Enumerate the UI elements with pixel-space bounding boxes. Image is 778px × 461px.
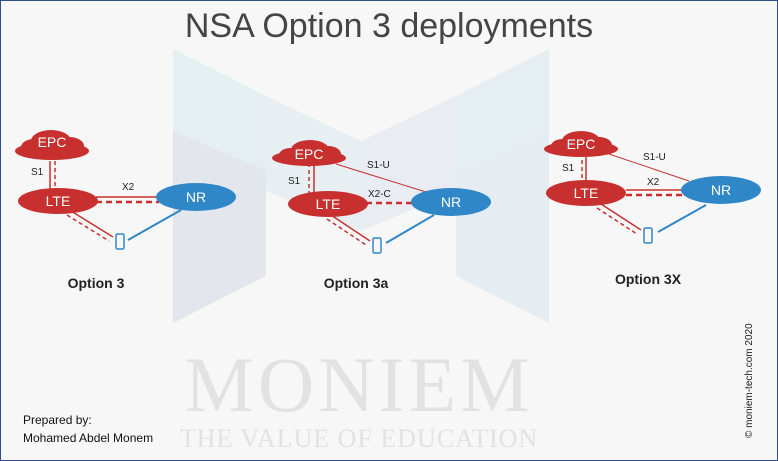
epc-cloud-icon bbox=[544, 131, 618, 157]
phone-icon bbox=[115, 233, 125, 250]
epc-label: EPC bbox=[38, 134, 67, 150]
option-3a-label: Option 3a bbox=[324, 275, 389, 291]
lte-node bbox=[18, 188, 98, 214]
s1-label: S1 bbox=[562, 163, 575, 174]
background-shapes bbox=[173, 49, 549, 323]
option-3x-diagram: EPC LTE NR S1 S1-U X2 Option 3X bbox=[544, 131, 761, 287]
phone-icon bbox=[643, 227, 653, 244]
nr-label: NR bbox=[711, 182, 731, 198]
s1u-link bbox=[608, 153, 690, 182]
epc-label: EPC bbox=[567, 136, 596, 152]
epc-label: EPC bbox=[295, 146, 324, 162]
s1-label: S1 bbox=[31, 167, 44, 178]
s1u-label: S1-U bbox=[643, 152, 666, 163]
nr-node bbox=[156, 183, 236, 211]
nr-label: NR bbox=[441, 194, 461, 210]
phone-icon bbox=[372, 237, 382, 254]
x2c-label: X2-C bbox=[368, 189, 391, 200]
option-3x-label: Option 3X bbox=[615, 271, 682, 287]
x2-label: X2 bbox=[122, 182, 135, 193]
nr-node bbox=[681, 176, 761, 204]
watermark-brand: MONIEM bbox=[185, 341, 534, 428]
lte-label: LTE bbox=[574, 185, 599, 201]
x2-label: X2 bbox=[647, 177, 660, 188]
option-3a-diagram: EPC LTE NR S1 S1-U X2-C Option 3a bbox=[272, 140, 491, 291]
copyright-text: © moniem-tech.com 2020 bbox=[744, 323, 755, 438]
epc-cloud-icon bbox=[272, 140, 346, 166]
epc-cloud-icon bbox=[15, 130, 89, 160]
nr-label: NR bbox=[186, 189, 206, 205]
nr-node bbox=[411, 188, 491, 216]
page-title: NSA Option 3 deployments bbox=[185, 7, 593, 45]
lte-node bbox=[546, 180, 626, 206]
lte-label: LTE bbox=[316, 196, 341, 212]
watermark-tagline: THE VALUE OF EDUCATION bbox=[180, 424, 538, 453]
lte-label: LTE bbox=[46, 193, 71, 209]
prepared-by-label: Prepared by: bbox=[23, 413, 92, 427]
author-name: Mohamed Abdel Monem bbox=[23, 431, 153, 445]
option-3-diagram: EPC LTE NR S1 X2 Option 3 bbox=[15, 130, 236, 291]
s1-label: S1 bbox=[288, 176, 301, 187]
lte-node bbox=[288, 191, 368, 217]
s1u-link bbox=[335, 163, 427, 193]
option-3-label: Option 3 bbox=[68, 275, 125, 291]
s1u-label: S1-U bbox=[367, 160, 390, 171]
